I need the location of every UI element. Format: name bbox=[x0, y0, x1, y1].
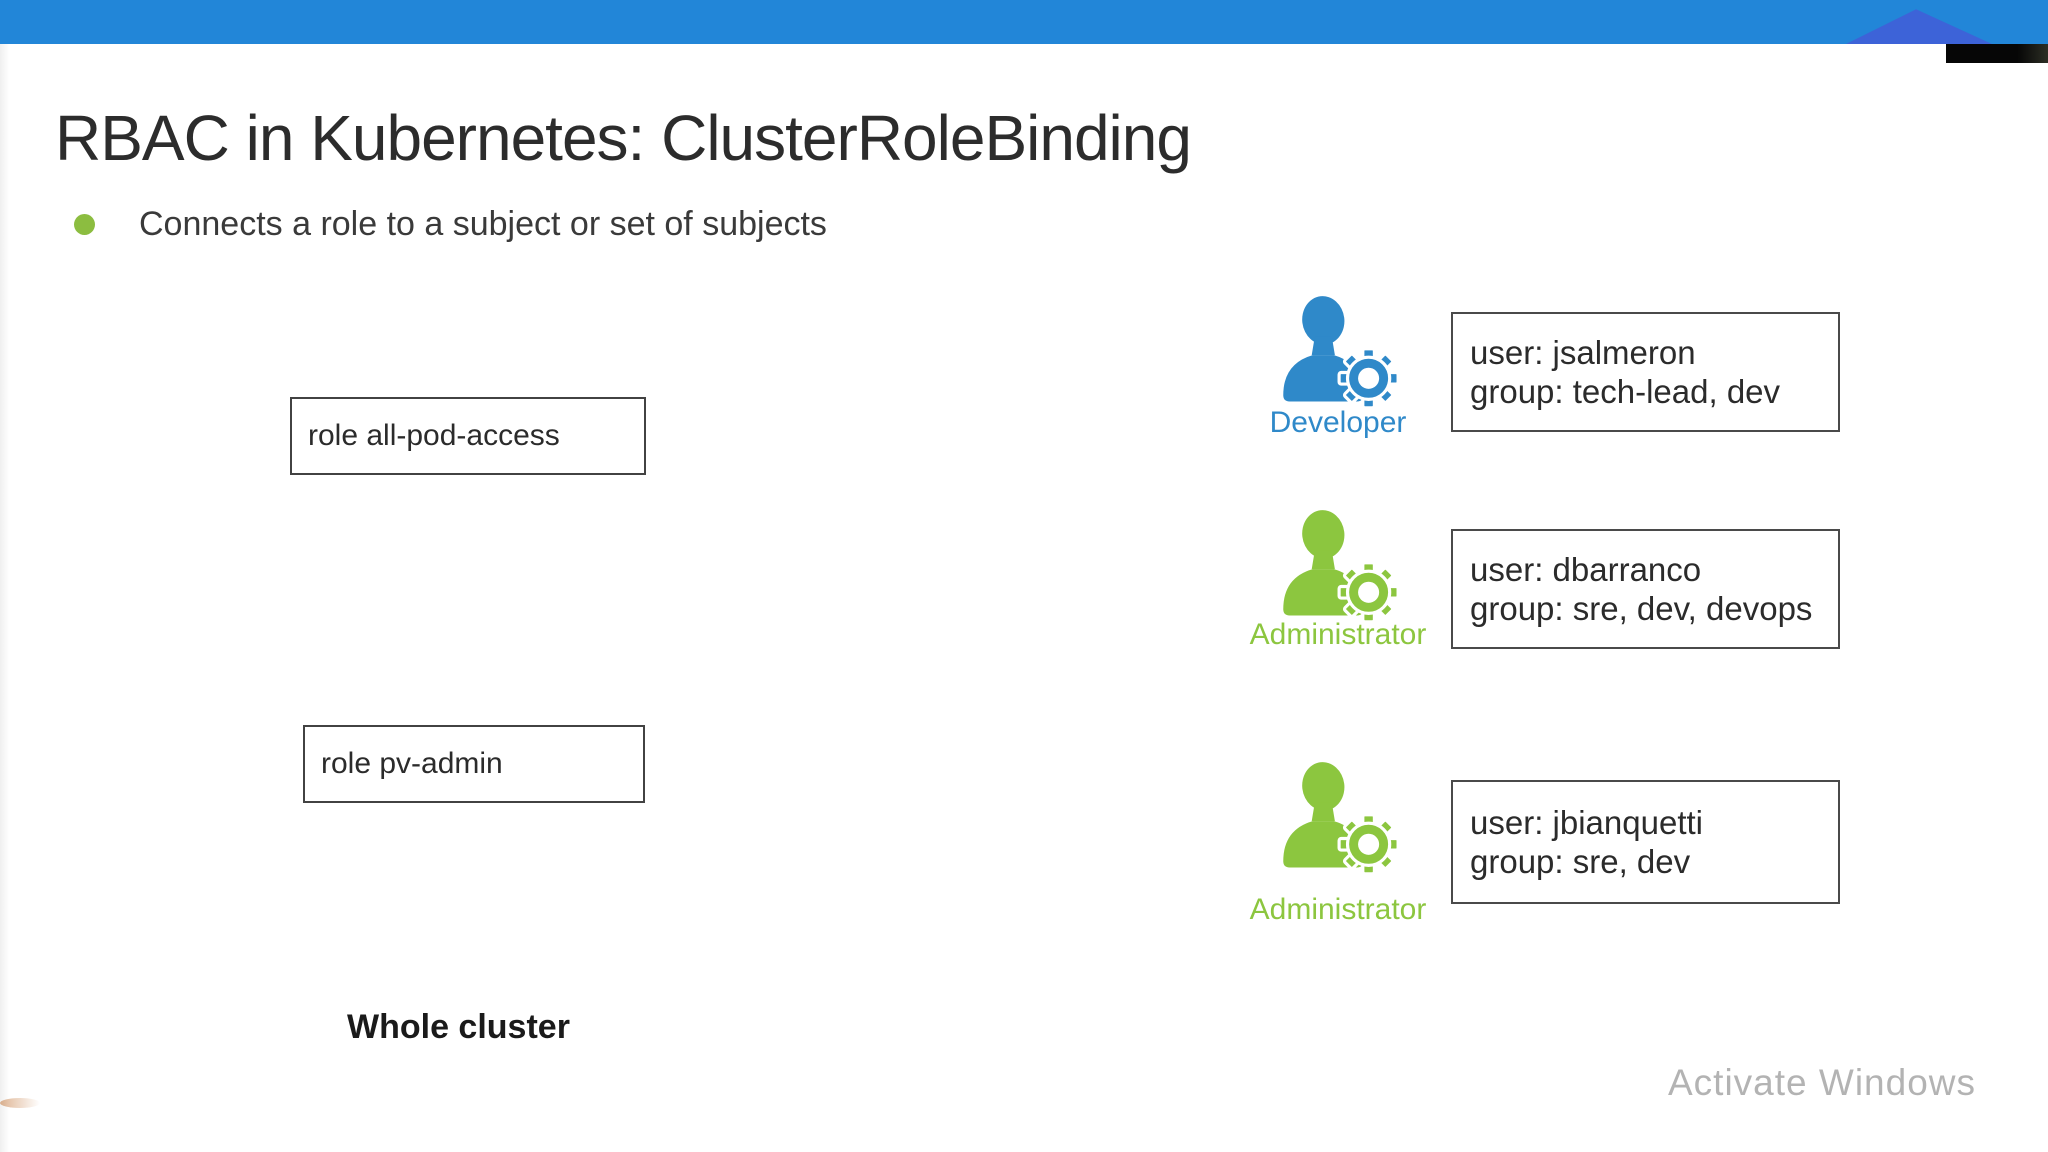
user-gear-icon bbox=[1283, 762, 1400, 876]
group-line: group: tech-lead, dev bbox=[1470, 373, 1781, 410]
whole-cluster-label: Whole cluster bbox=[347, 1008, 570, 1046]
user-info-box: user: dbarranco group: sre, dev, devops bbox=[1451, 529, 1840, 649]
corner-black-bar bbox=[1946, 44, 2048, 63]
group-line: group: sre, dev, devops bbox=[1470, 590, 1813, 627]
bullet-dot-icon bbox=[74, 214, 95, 235]
group-line: group: sre, dev bbox=[1470, 843, 1691, 880]
role-box-all-pod-access: role all-pod-access bbox=[290, 397, 646, 475]
user-line: user: dbarranco bbox=[1470, 551, 1702, 588]
user-line: user: jsalmeron bbox=[1470, 334, 1696, 371]
user-gear-icon bbox=[1283, 510, 1400, 624]
user-line: user: jbianquetti bbox=[1470, 804, 1703, 841]
bullet-text: Connects a role to a subject or set of s… bbox=[139, 205, 827, 243]
subject-type-label: Developer bbox=[1269, 406, 1407, 439]
user-info-box: user: jbianquetti group: sre, dev bbox=[1451, 780, 1840, 904]
bullet-item: Connects a role to a subject or set of s… bbox=[74, 205, 827, 244]
activate-windows-watermark: Activate Windows bbox=[1668, 1062, 1976, 1103]
page-title: RBAC in Kubernetes: ClusterRoleBinding bbox=[55, 102, 1192, 174]
role-box-pv-admin: role pv-admin bbox=[303, 725, 645, 803]
top-accent-bar bbox=[0, 0, 2048, 44]
user-info-box: user: jsalmeron group: tech-lead, dev bbox=[1451, 312, 1840, 432]
bottom-left-smudge bbox=[0, 1098, 40, 1108]
user-gear-icon bbox=[1283, 296, 1400, 410]
slide-left-edge bbox=[0, 44, 9, 1152]
role-label: role all-pod-access bbox=[308, 419, 560, 452]
role-label: role pv-admin bbox=[321, 747, 503, 780]
subject-type-label: Administrator bbox=[1249, 618, 1427, 651]
subject-type-label: Administrator bbox=[1249, 893, 1427, 926]
